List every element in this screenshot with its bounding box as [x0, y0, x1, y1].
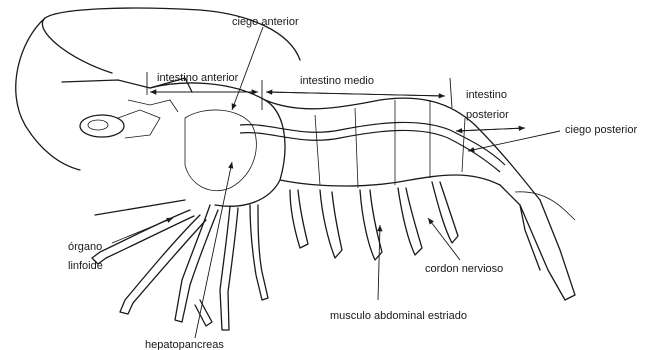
carapace — [150, 83, 285, 206]
label-hepatopancreas: hepatopancreas — [145, 339, 224, 350]
label-organo-2: linfoide — [68, 260, 103, 272]
eye — [80, 115, 124, 137]
label-intestino-anterior: intestino anterior — [157, 72, 239, 84]
leader-hepatopancreas — [195, 162, 232, 338]
label-cordon-nervioso: cordon nervioso — [425, 263, 503, 275]
label-ciego-posterior: ciego posterior — [565, 124, 637, 136]
label-intestino-medio: intestino medio — [300, 75, 374, 87]
intestine — [240, 122, 505, 165]
label-organo-1: órgano — [68, 241, 102, 253]
leader-ciego-anterior — [232, 27, 263, 110]
leader-ciego-posterior — [468, 131, 560, 151]
label-ciego-anterior: ciego anterior — [232, 16, 299, 28]
label-intestino-posterior-2: posterior — [466, 109, 509, 121]
label-musculo: musculo abdominal estriado — [330, 310, 467, 322]
tail-fan — [500, 185, 575, 300]
label-intestino-posterior-1: intestino — [466, 89, 507, 101]
